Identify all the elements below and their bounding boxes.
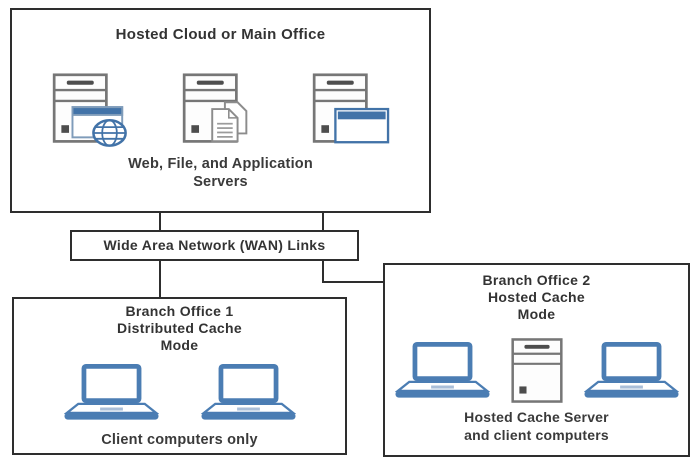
laptop-icon	[395, 342, 490, 399]
server-icon-row	[12, 73, 429, 151]
wan-link-line-right	[322, 211, 324, 231]
laptop-icon	[64, 364, 159, 421]
hosted-cloud-caption: Web, File, and Application Servers	[128, 156, 313, 190]
branch-office-2-box: Branch Office 2 Hosted Cache Mode Hosted…	[383, 263, 690, 457]
branch1-caption: Client computers only	[101, 432, 258, 448]
branch-office-1-box: Branch Office 1 Distributed Cache Mode C…	[12, 297, 347, 455]
wan-link-line-left	[159, 211, 161, 231]
branch2-caption: Hosted Cache Server and client computers	[464, 409, 609, 443]
hosted-cloud-box: Hosted Cloud or Main Office	[10, 8, 431, 213]
wan-links-label: Wide Area Network (WAN) Links	[103, 237, 326, 253]
file-server-icon	[182, 73, 247, 143]
branch1-icon-row	[14, 364, 345, 421]
laptop-icon	[201, 364, 296, 421]
wan-to-branch2-line-across	[322, 281, 384, 283]
wan-to-branch1-line	[159, 259, 161, 298]
web-server-icon	[52, 73, 127, 147]
branch2-icon-row	[385, 337, 688, 404]
cache-server-icon	[510, 338, 563, 403]
wan-to-branch2-line-down	[322, 259, 324, 283]
hosted-cloud-title: Hosted Cloud or Main Office	[115, 26, 326, 43]
branch2-title: Branch Office 2 Hosted Cache Mode	[482, 272, 591, 322]
laptop-icon	[584, 342, 679, 399]
wan-links-box: Wide Area Network (WAN) Links	[70, 230, 359, 261]
branch1-title: Branch Office 1 Distributed Cache Mode	[117, 303, 242, 353]
application-server-icon	[312, 73, 389, 144]
